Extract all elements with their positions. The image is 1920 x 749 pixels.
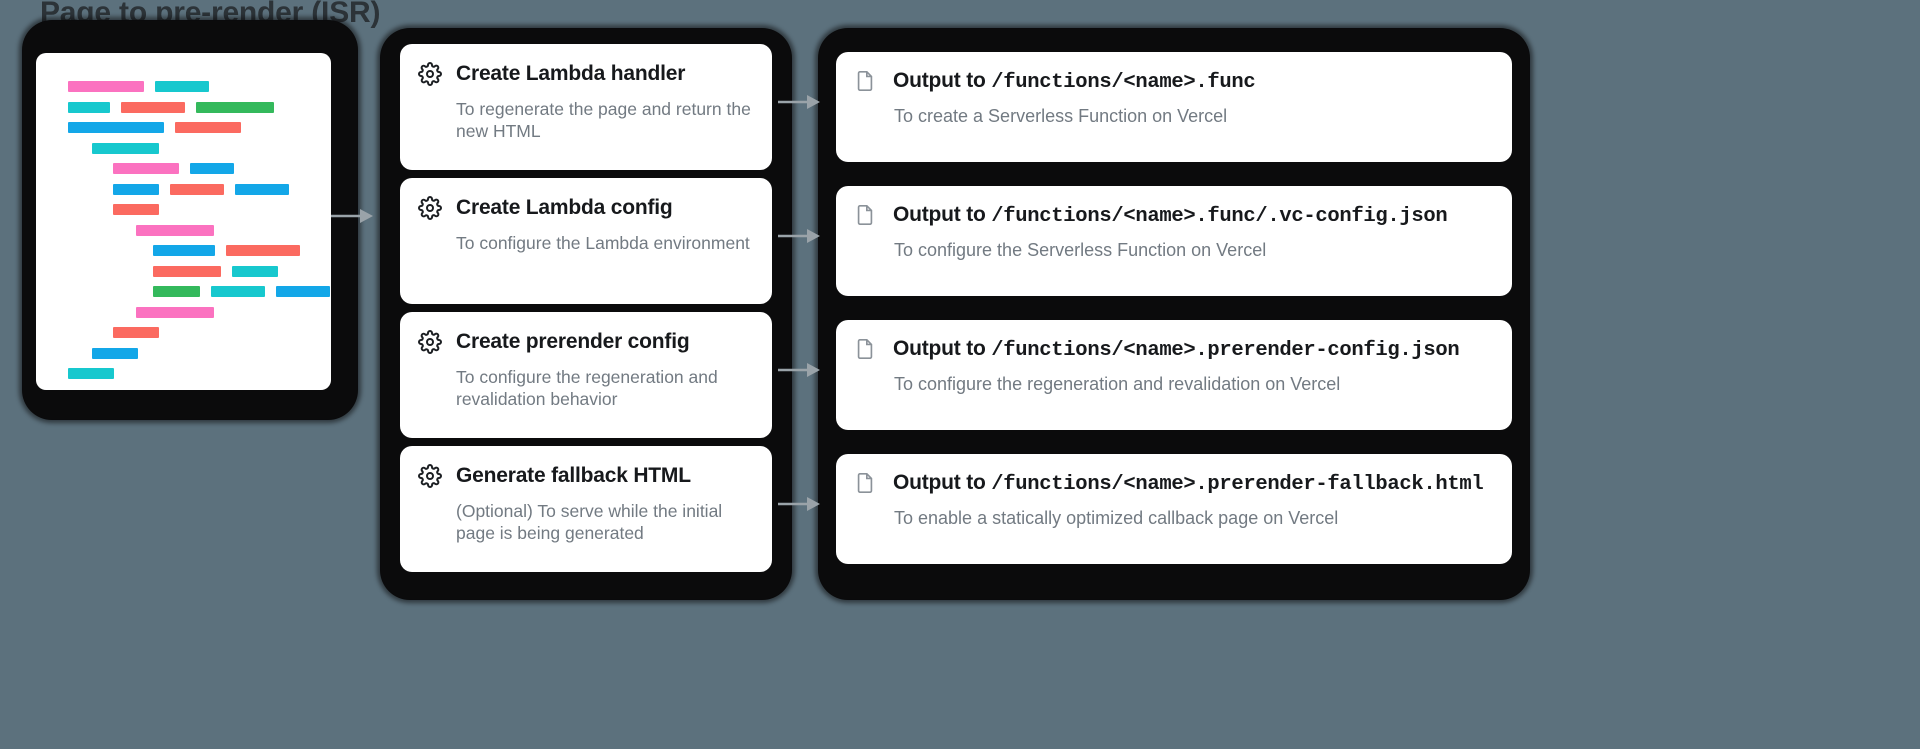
- gear-icon: [418, 62, 444, 91]
- output-subtitle: To configure the regeneration and revali…: [894, 374, 1341, 394]
- code-token: [136, 306, 214, 318]
- code-token: [92, 142, 159, 154]
- step-title: Create Lambda handler: [456, 62, 686, 86]
- code-line: [113, 327, 159, 338]
- file-icon: [854, 204, 880, 231]
- code-token: [92, 347, 138, 359]
- code-line: [92, 347, 138, 359]
- output-label: Output to: [893, 202, 992, 226]
- output-path: /functions/<name>.func/.vc-config.json: [991, 204, 1448, 228]
- code-token: [68, 368, 114, 379]
- flow-arrow: [330, 206, 376, 226]
- code-line: [68, 81, 209, 92]
- step-card[interactable]: Generate fallback HTML (Optional) To ser…: [400, 446, 772, 572]
- code-token: [68, 81, 144, 92]
- code-line: [136, 224, 214, 236]
- code-token: [170, 183, 224, 195]
- code-token: [232, 265, 278, 277]
- output-subtitle: To configure the Serverless Function on …: [894, 240, 1267, 260]
- step-title: Generate fallback HTML: [456, 464, 691, 488]
- output-path: /functions/<name>.prerender-fallback.htm…: [991, 472, 1484, 496]
- page-source-preview: [36, 53, 331, 390]
- output-label: Output to: [893, 336, 992, 360]
- file-icon: [854, 472, 880, 499]
- gear-icon: [418, 330, 444, 359]
- code-line: [68, 122, 241, 133]
- code-line: [68, 101, 274, 113]
- code-token: [113, 204, 159, 215]
- flow-arrow: [777, 360, 823, 380]
- output-card[interactable]: Output to /functions/<name>.prerender-fa…: [836, 454, 1512, 564]
- output-path: /functions/<name>.func: [991, 70, 1256, 94]
- gear-icon: [418, 196, 444, 225]
- code-line: [113, 163, 234, 174]
- code-line: [68, 368, 114, 379]
- gear-icon: [418, 464, 444, 493]
- step-subtitle: To configure the regeneration and revali…: [456, 367, 718, 410]
- code-token: [113, 183, 159, 195]
- flow-arrow: [777, 226, 823, 246]
- flow-arrow: [777, 92, 823, 112]
- code-line: [153, 286, 330, 297]
- step-card[interactable]: Create Lambda config To configure the La…: [400, 178, 772, 304]
- code-token: [68, 101, 110, 113]
- code-token: [113, 327, 159, 338]
- output-label: Output to: [893, 68, 992, 92]
- code-token: [153, 286, 200, 297]
- code-line: [113, 183, 289, 195]
- code-token: [68, 122, 164, 133]
- code-token: [113, 163, 179, 174]
- code-token: [235, 183, 289, 195]
- code-token: [211, 286, 265, 297]
- output-card[interactable]: Output to /functions/<name>.func To crea…: [836, 52, 1512, 162]
- code-line: [136, 306, 214, 318]
- output-card[interactable]: Output to /functions/<name>.prerender-co…: [836, 320, 1512, 430]
- output-subtitle: To create a Serverless Function on Verce…: [894, 106, 1228, 126]
- output-label: Output to: [893, 470, 992, 494]
- code-token: [155, 81, 209, 92]
- step-subtitle: To configure the Lambda environment: [456, 233, 750, 253]
- output-subtitle: To enable a statically optimized callbac…: [894, 508, 1339, 528]
- file-icon: [854, 70, 880, 97]
- code-line: [92, 142, 159, 154]
- code-token: [276, 286, 330, 297]
- code-token: [153, 265, 221, 277]
- flow-arrow: [777, 494, 823, 514]
- code-token: [136, 224, 214, 236]
- code-line: [153, 265, 278, 277]
- code-line: [113, 204, 159, 215]
- code-line: [153, 245, 300, 256]
- step-subtitle: (Optional) To serve while the initial pa…: [456, 501, 723, 544]
- code-token: [175, 122, 241, 133]
- step-card[interactable]: Create prerender config To configure the…: [400, 312, 772, 438]
- step-subtitle: To regenerate the page and return the ne…: [456, 99, 751, 142]
- output-card[interactable]: Output to /functions/<name>.func/.vc-con…: [836, 186, 1512, 296]
- file-icon: [854, 338, 880, 365]
- step-card[interactable]: Create Lambda handler To regenerate the …: [400, 44, 772, 170]
- code-token: [153, 245, 215, 256]
- step-title: Create prerender config: [456, 330, 690, 354]
- step-title: Create Lambda config: [456, 196, 673, 220]
- code-token: [121, 101, 185, 113]
- code-token: [190, 163, 234, 174]
- code-token: [196, 101, 274, 113]
- code-token: [226, 245, 300, 256]
- output-path: /functions/<name>.prerender-config.json: [991, 338, 1460, 362]
